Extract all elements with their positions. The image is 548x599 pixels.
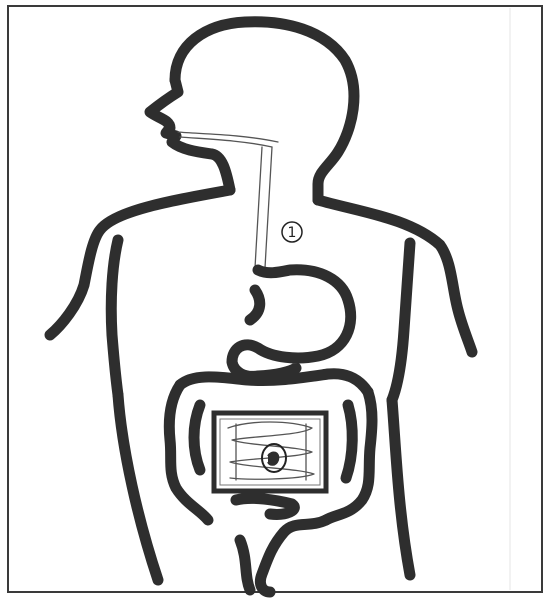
appendix-squiggle xyxy=(268,453,278,465)
lower-intestine-shading xyxy=(236,498,294,514)
sigmoid-rectum xyxy=(260,520,326,592)
large-intestine xyxy=(169,374,372,592)
right-hip xyxy=(392,400,410,575)
left-shoulder-arm xyxy=(50,190,230,335)
head-outline xyxy=(175,22,354,200)
colon-inner-right xyxy=(346,405,352,478)
stomach-inner-edge xyxy=(250,290,260,320)
left-torso-side xyxy=(111,240,118,395)
label-number: 1 xyxy=(288,225,297,241)
transverse-colon xyxy=(180,374,368,392)
left-hip xyxy=(118,395,158,580)
small-intestine xyxy=(214,413,326,491)
esophagus-label: 1 xyxy=(282,222,302,242)
colon-inner-left xyxy=(194,405,200,470)
rectum-lower xyxy=(240,540,250,590)
esophagus-left-wall xyxy=(255,147,262,268)
small-intestine-inner-box xyxy=(220,419,320,485)
right-torso-side xyxy=(392,243,410,400)
esophagus-right-wall xyxy=(265,147,272,268)
right-shoulder-arm xyxy=(318,200,472,352)
